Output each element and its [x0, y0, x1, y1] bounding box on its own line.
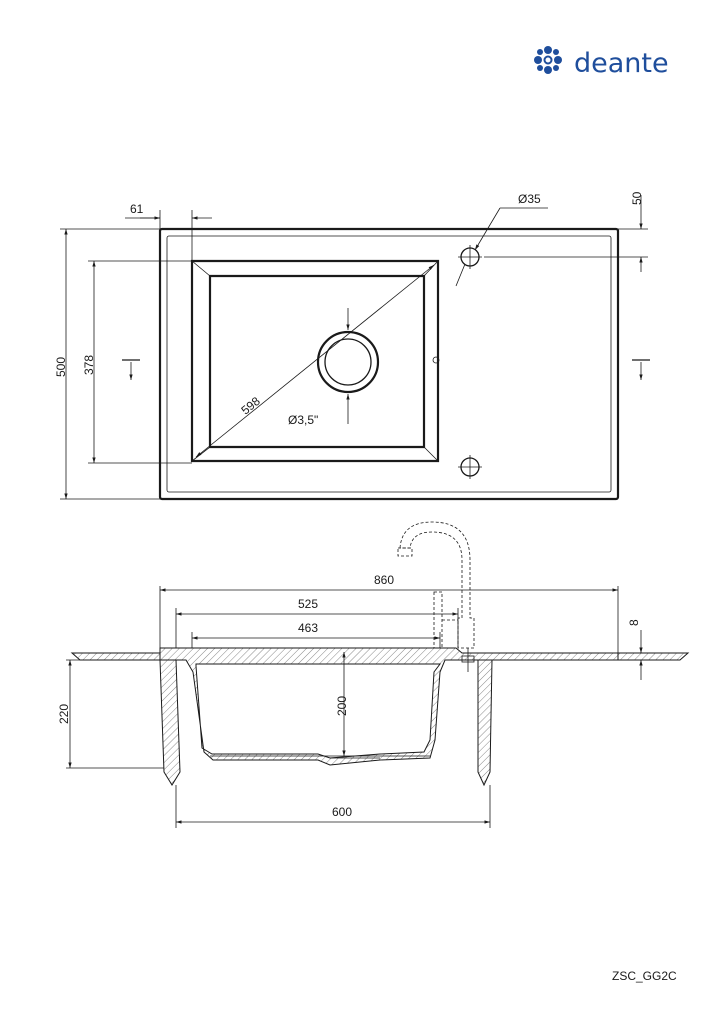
top-view: 598 Ø3,5" Ø35 61 50 500 3: [54, 191, 650, 501]
dim-tap-hole-offset: 50: [630, 191, 644, 205]
sink-body-section: [159, 647, 619, 766]
dim-cabinet-width: 600: [332, 805, 352, 819]
dim-bowl-inner-width: 463: [298, 621, 318, 635]
dim-cabinet-height: 220: [57, 704, 71, 724]
section-view: 860 525 463 8 220 200 600: [57, 521, 690, 828]
dim-bowl-depth: 378: [82, 355, 96, 375]
sink-outline: [158, 227, 620, 501]
dim-corner-offset: 61: [130, 202, 144, 216]
faucet-outline: [399, 521, 475, 649]
deante-logo-icon: [534, 46, 562, 74]
countertop-right: [617, 652, 690, 661]
dim-rim-thickness: 8: [627, 619, 641, 626]
section-marker-left: [122, 359, 140, 380]
dim-drain-diameter: Ø3,5": [288, 413, 318, 427]
dim-tap-hole-diameter: Ø35: [518, 192, 541, 206]
dim-overall-depth: 500: [54, 357, 68, 377]
brand-logo: deante: [534, 46, 669, 79]
drain-hole: [316, 330, 380, 394]
brand-name: deante: [574, 48, 669, 79]
dim-bowl-height: 200: [335, 696, 349, 716]
dim-bowl-outer-width: 525: [298, 597, 318, 611]
dim-overall-width: 860: [374, 573, 394, 587]
cabinet-wall-left: [159, 659, 181, 786]
section-marker-right: [632, 359, 650, 380]
product-code: ZSC_GG2C: [612, 969, 677, 983]
dim-diagonal: 598: [238, 394, 263, 418]
cabinet-wall-right: [477, 659, 493, 787]
countertop-left: [70, 652, 161, 661]
